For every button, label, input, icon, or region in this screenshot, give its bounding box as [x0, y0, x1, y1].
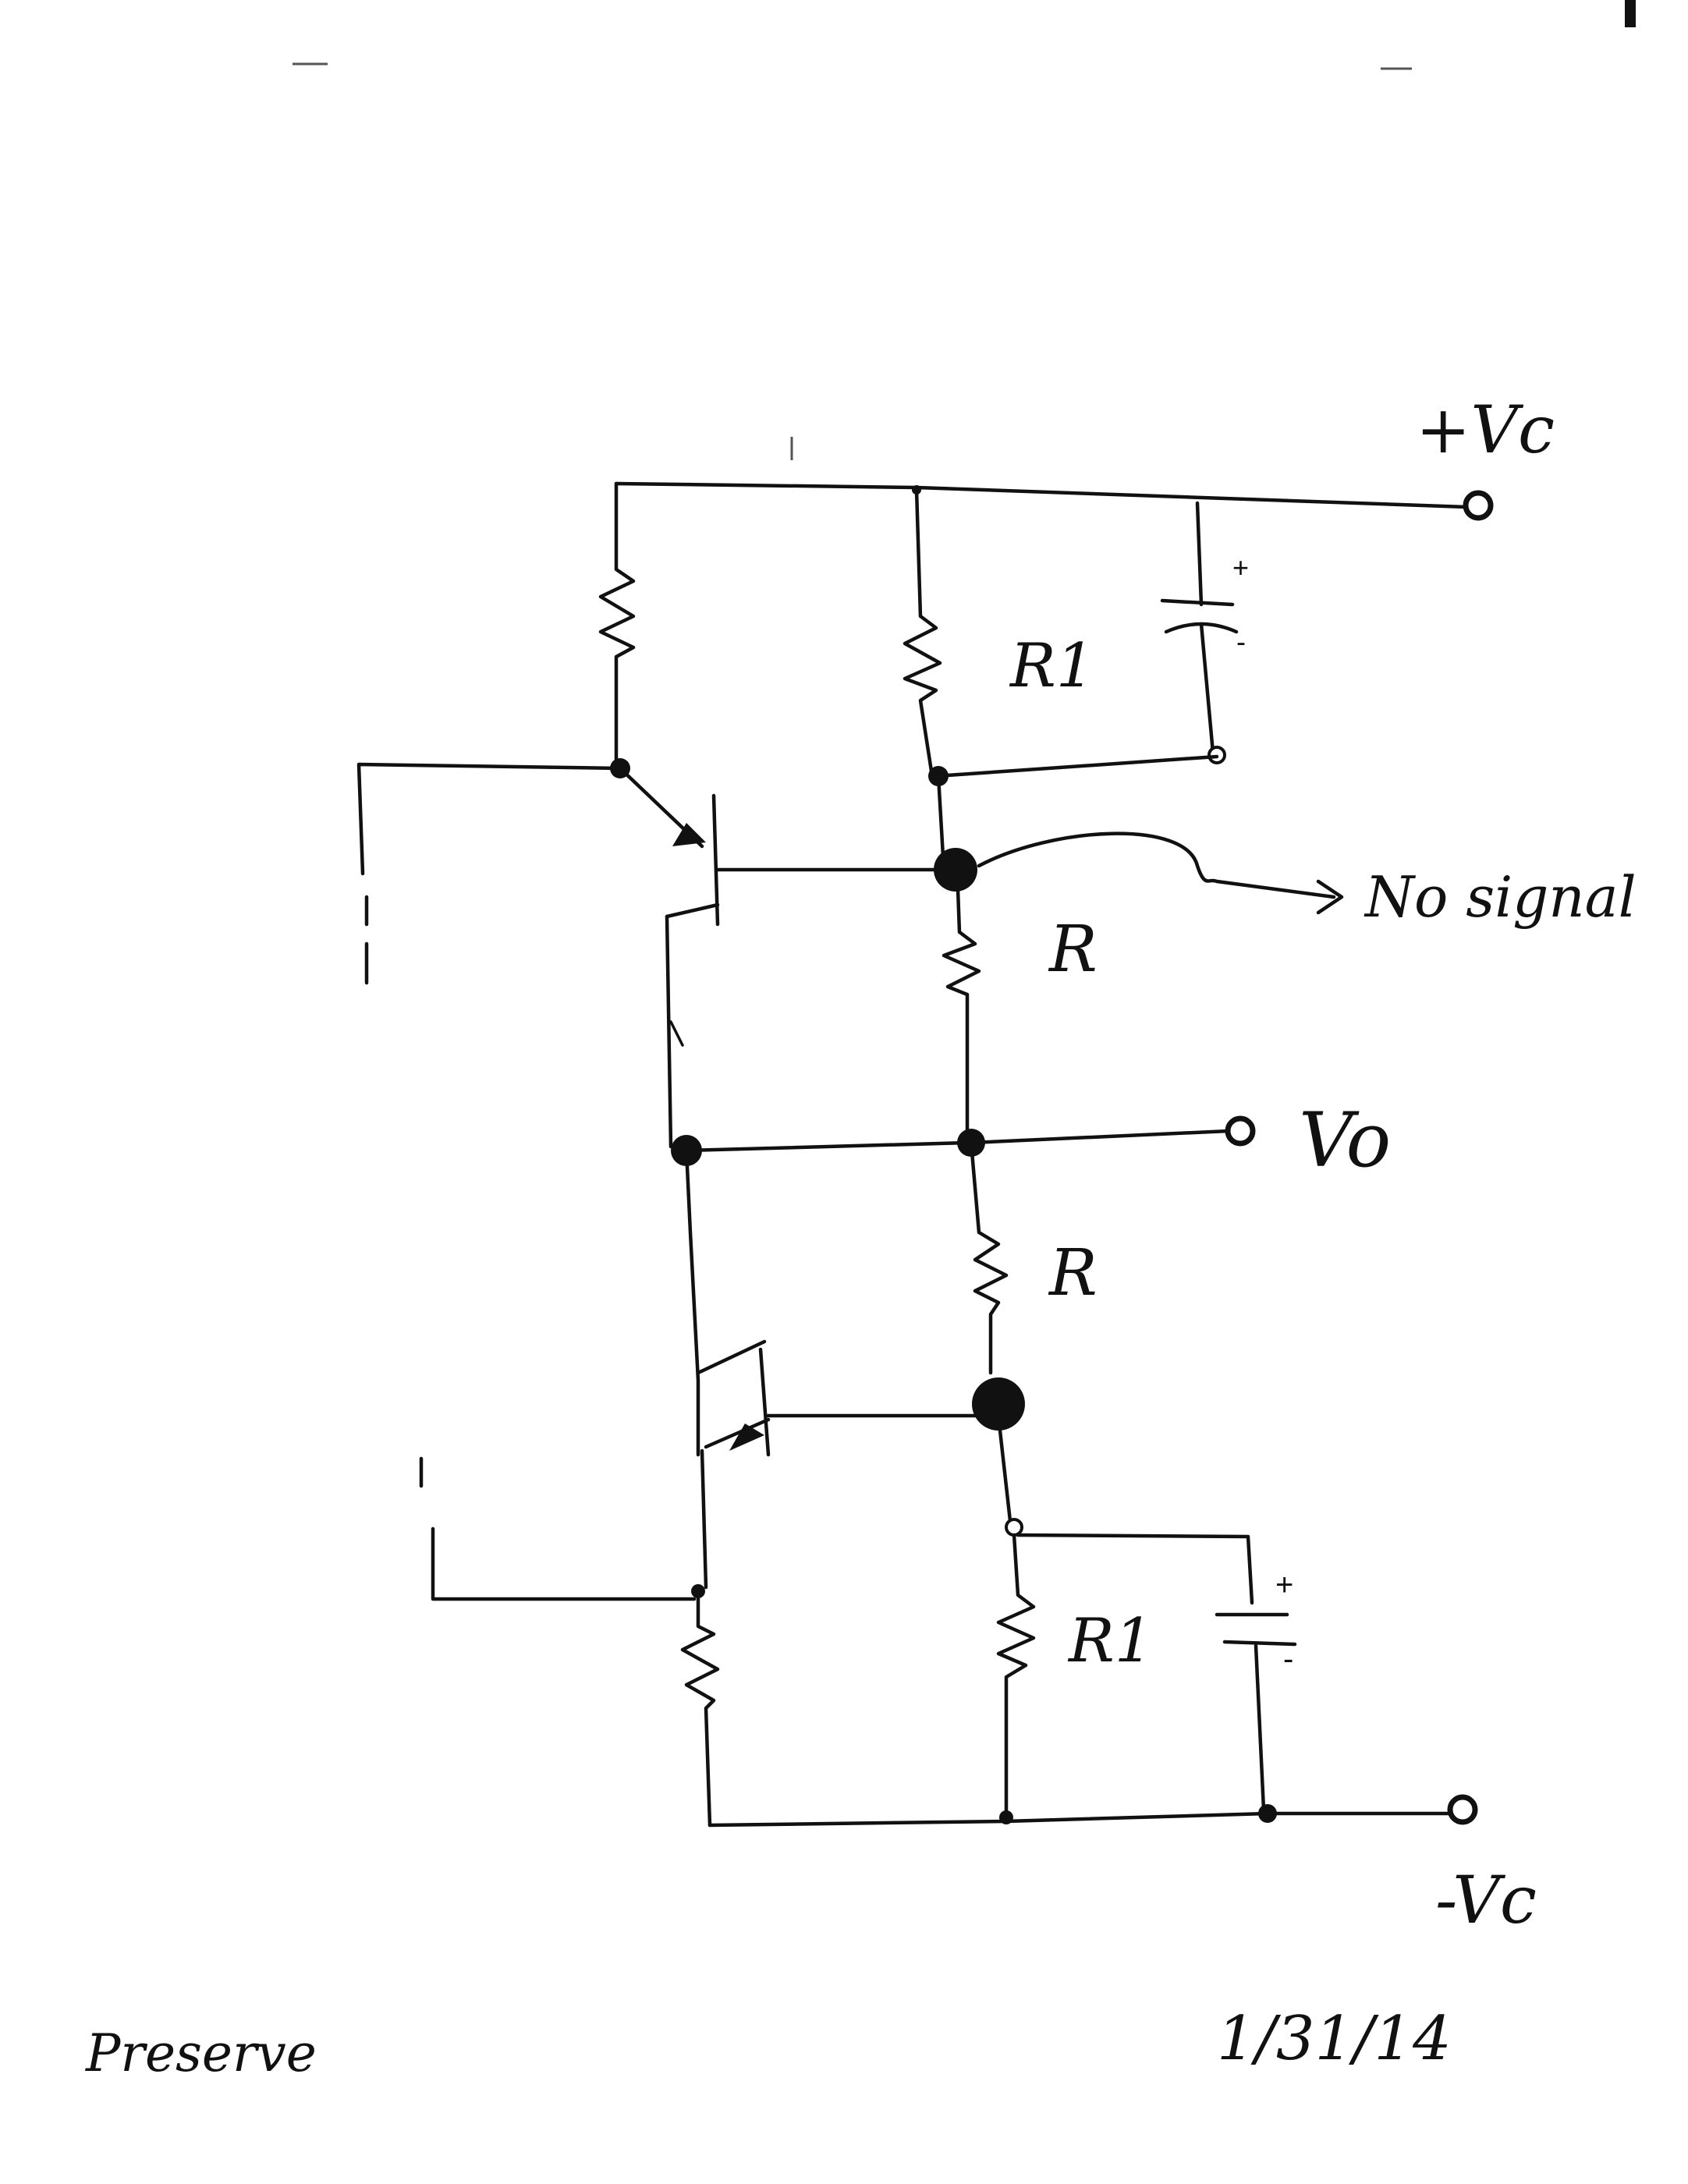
resistor-r-upper [934, 774, 981, 1145]
capacitor-bottom [1016, 1533, 1297, 1823]
negative-supply-rail [707, 1794, 1478, 1828]
resistor-top-left [598, 481, 636, 778]
resistor-bottom-left [680, 1589, 720, 1828]
r1-top-label: R1 [1009, 631, 1094, 701]
cap-top-plus: + [1232, 551, 1249, 583]
positive-supply-terminal [1463, 490, 1494, 521]
no-signal-leader [977, 831, 1344, 915]
date: 1/31/14 [1217, 2004, 1452, 2074]
positive-supply-label: +Vc [1416, 392, 1555, 468]
negative-supply-terminal [1447, 1794, 1478, 1825]
output-terminal [1225, 1115, 1256, 1147]
no-signal-annotation: No signal [1364, 864, 1637, 930]
signature: Preserve [85, 2023, 317, 2083]
r-upper-label: R [1048, 913, 1098, 987]
resistor-r-lower [969, 1140, 1025, 1431]
no-signal-node [934, 848, 977, 892]
scan-artifacts [293, 0, 1636, 460]
bottom-input-wire [419, 1456, 705, 1601]
output-row [671, 1115, 1256, 1166]
capacitor-top [928, 501, 1239, 786]
transistor-q2 [696, 1339, 977, 1590]
resistor-r1-top [903, 488, 942, 778]
top-input-wire [356, 762, 622, 985]
r1-bottom-label: R1 [1067, 1606, 1153, 1676]
left-spine [669, 1020, 700, 1457]
cap-bottom-minus: - [1283, 1642, 1293, 1676]
output-label: Vo [1299, 1097, 1391, 1184]
r-lower-label: R [1048, 1236, 1098, 1310]
positive-supply-rail [614, 481, 1494, 521]
transistor-q1 [618, 766, 942, 1149]
cap-top-minus: - [1236, 626, 1246, 658]
lower-bias-node [972, 1377, 1025, 1431]
negative-supply-label: -Vc [1435, 1862, 1537, 1938]
cap-bottom-plus: + [1275, 1568, 1293, 1602]
resistor-r1-bottom [996, 1428, 1036, 1824]
